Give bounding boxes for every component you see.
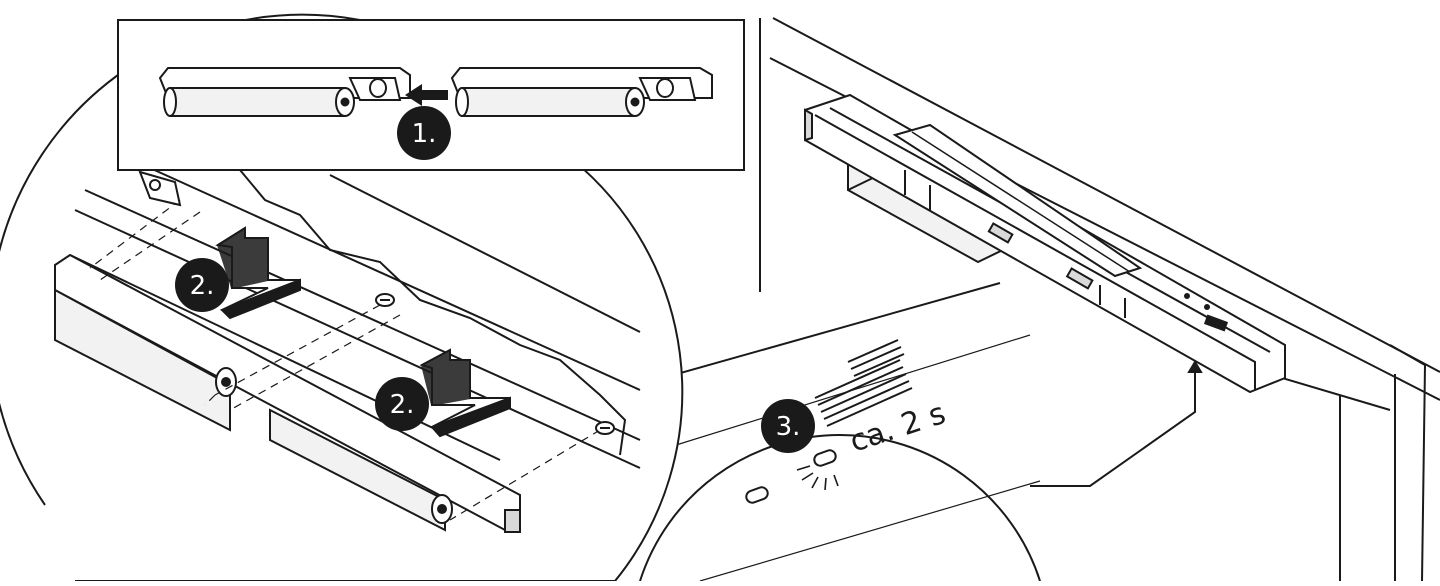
indicator-dot-b [1204,304,1210,310]
closer-controls [1184,293,1229,332]
led-glow-rays [796,465,839,491]
status-led [813,449,837,467]
slide-arrow-upper [215,226,301,320]
step-badge-1-label: 1. [412,119,437,149]
step-badge-2b-label: 2. [390,390,415,420]
screw-lower [595,421,615,435]
leader-line [1030,360,1203,487]
step-badge-2b: 2. [375,377,429,431]
control-button [1203,314,1229,332]
step-badge-2a: 2. [175,258,229,312]
indicator-dot-a [1184,293,1190,299]
step-badge-3-label: 3. [776,412,801,442]
led-detail-circle: ca. 2 s [639,282,1041,582]
mount-clip [138,170,182,207]
step-badge-3: 3. [761,399,815,453]
secondary-led [745,486,769,504]
battery-pack [54,253,521,533]
step-badge-2a-label: 2. [190,271,215,301]
connect-arrow [405,84,448,106]
speaker-grille [814,339,913,427]
screw-upper [375,293,395,307]
battery-connection-inset [117,19,745,171]
slide-arrow-lower [419,348,511,438]
closer-bar [804,93,1286,394]
step-badge-1: 1. [397,106,451,160]
alignment-guides [89,199,601,521]
battery-module-left [158,67,411,117]
battery-module-right [450,67,713,117]
